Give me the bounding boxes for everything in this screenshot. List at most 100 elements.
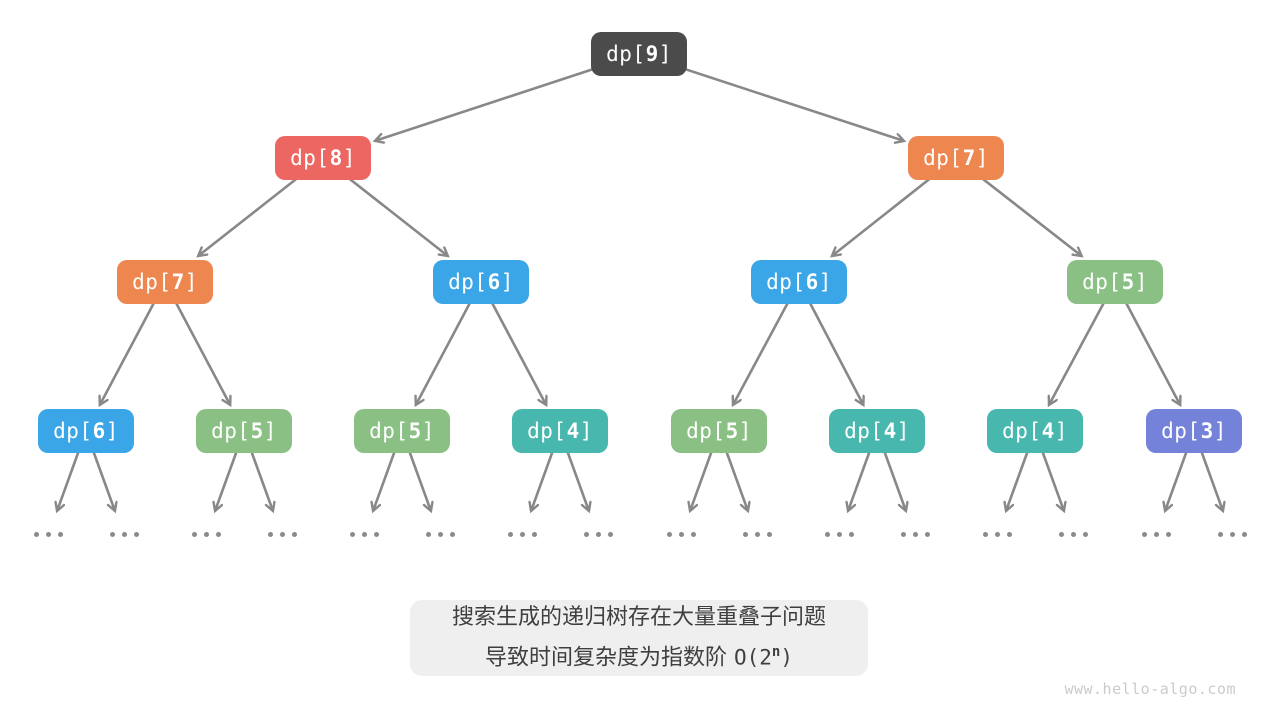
ellipsis-dot <box>824 532 830 537</box>
ellipsis-dot <box>279 532 285 537</box>
node-label-value: 4 <box>1041 419 1055 443</box>
node-label-value: 7 <box>171 270 185 294</box>
node-label-suffix: ] <box>975 146 989 170</box>
ellipsis-dot <box>215 532 221 537</box>
tree-node-dp5: dp[5] <box>671 409 767 453</box>
watermark: www.hello-algo.com <box>1064 680 1236 698</box>
ellipsis-dot <box>912 532 918 537</box>
ellipsis-dot <box>191 532 197 537</box>
ellipsis-dot <box>57 532 63 537</box>
node-label-suffix: ] <box>105 419 119 443</box>
caption-box: 搜索生成的递归树存在大量重叠子问题 导致时间复杂度为指数阶 O(2n) <box>410 600 868 676</box>
tree-node-dp4: dp[4] <box>512 409 608 453</box>
ellipsis-leaf <box>739 532 775 537</box>
node-label-prefix: dp[ <box>923 146 963 170</box>
node-label-value: 6 <box>805 270 819 294</box>
tree-node-dp4: dp[4] <box>829 409 925 453</box>
tree-node-dp5: dp[5] <box>196 409 292 453</box>
node-label-suffix: ] <box>1213 419 1227 443</box>
ellipsis-dot <box>109 532 115 537</box>
ellipsis-leaf <box>580 532 616 537</box>
ellipsis-dot <box>267 532 273 537</box>
ellipsis-dot <box>425 532 431 537</box>
ellipsis-dot <box>924 532 930 537</box>
ellipsis-leaf <box>188 532 224 537</box>
node-label-prefix: dp[ <box>448 270 488 294</box>
ellipsis-dot <box>507 532 513 537</box>
ellipsis-leaf <box>504 532 540 537</box>
node-label-value: 4 <box>883 419 897 443</box>
node-label-value: 5 <box>250 419 264 443</box>
node-label-value: 5 <box>1121 270 1135 294</box>
ellipsis-dot <box>519 532 525 537</box>
ellipsis-dot <box>373 532 379 537</box>
ellipsis-leaf <box>346 532 382 537</box>
node-label-prefix: dp[ <box>844 419 884 443</box>
ellipsis-leaf <box>1138 532 1174 537</box>
ellipsis-dot <box>361 532 367 537</box>
ellipsis-dot <box>45 532 51 537</box>
ellipsis-dot <box>994 532 1000 537</box>
ellipsis-dot <box>1229 532 1235 537</box>
node-label-suffix: ] <box>818 270 832 294</box>
node-label-suffix: ] <box>738 419 752 443</box>
ellipsis-dot <box>595 532 601 537</box>
ellipsis-dot <box>754 532 760 537</box>
ellipsis-leaf <box>422 532 458 537</box>
node-label-prefix: dp[ <box>1002 419 1042 443</box>
complexity-exponent: n <box>771 643 781 660</box>
ellipsis-dot <box>690 532 696 537</box>
node-label-value: 3 <box>1200 419 1214 443</box>
complexity-formula: O(2 <box>733 645 772 670</box>
ellipsis-dot <box>133 532 139 537</box>
ellipsis-dot <box>1082 532 1088 537</box>
node-label-prefix: dp[ <box>686 419 726 443</box>
node-label-suffix: ] <box>500 270 514 294</box>
ellipsis-leaf <box>1214 532 1250 537</box>
ellipsis-leaf <box>663 532 699 537</box>
ellipsis-dot <box>203 532 209 537</box>
ellipsis-dot <box>900 532 906 537</box>
tree-node-dp3: dp[3] <box>1146 409 1242 453</box>
ellipsis-leaf <box>821 532 857 537</box>
ellipsis-dot <box>583 532 589 537</box>
node-label-value: 5 <box>725 419 739 443</box>
node-label-prefix: dp[ <box>132 270 172 294</box>
node-label-suffix: ] <box>184 270 198 294</box>
ellipsis-dot <box>607 532 613 537</box>
node-label-value: 8 <box>329 146 343 170</box>
caption-line2: 导致时间复杂度为指数阶 O(2n) <box>485 635 793 675</box>
node-label-suffix: ] <box>263 419 277 443</box>
node-label-prefix: dp[ <box>766 270 806 294</box>
complexity-formula-close: ) <box>780 645 794 670</box>
node-label-suffix: ] <box>342 146 356 170</box>
ellipsis-dot <box>666 532 672 537</box>
ellipsis-dot <box>121 532 127 537</box>
node-label-suffix: ] <box>658 42 672 66</box>
node-label-prefix: dp[ <box>606 42 646 66</box>
ellipsis-dot <box>678 532 684 537</box>
ellipsis-dot <box>437 532 443 537</box>
node-label-prefix: dp[ <box>53 419 93 443</box>
ellipsis-dot <box>1141 532 1147 537</box>
node-label-value: 6 <box>487 270 501 294</box>
ellipsis-leaf <box>979 532 1015 537</box>
node-label-value: 4 <box>566 419 580 443</box>
ellipsis-dot <box>1241 532 1247 537</box>
tree-node-dp7: dp[7] <box>908 136 1004 180</box>
ellipsis-dot <box>291 532 297 537</box>
ellipsis-dot <box>349 532 355 537</box>
ellipsis-dot <box>766 532 772 537</box>
tree-node-dp5: dp[5] <box>1067 260 1163 304</box>
ellipsis-dot <box>848 532 854 537</box>
tree-node-dp6: dp[6] <box>38 409 134 453</box>
node-label-prefix: dp[ <box>290 146 330 170</box>
ellipsis-dot <box>1217 532 1223 537</box>
ellipsis-dot <box>742 532 748 537</box>
tree-node-dp8: dp[8] <box>275 136 371 180</box>
node-label-prefix: dp[ <box>211 419 251 443</box>
caption-line1: 搜索生成的递归树存在大量重叠子问题 <box>451 604 826 630</box>
node-label-prefix: dp[ <box>369 419 409 443</box>
ellipsis-dot <box>1058 532 1064 537</box>
